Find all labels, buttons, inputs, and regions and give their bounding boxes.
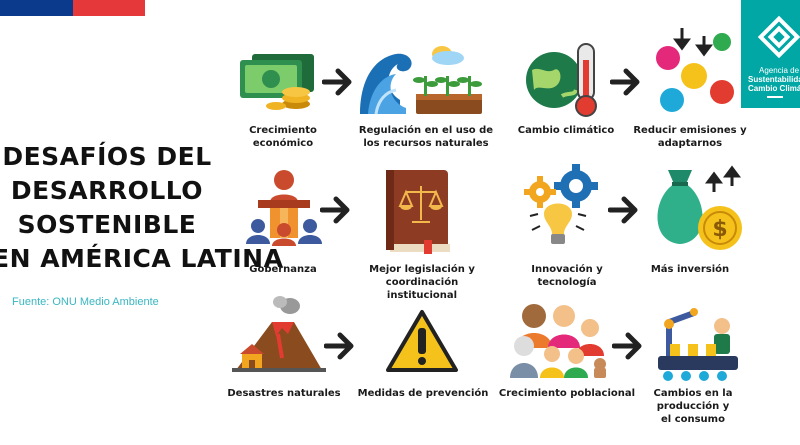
- title-line-2: DESARROLLO: [10, 176, 204, 205]
- podium-icon: [246, 170, 322, 246]
- warning-icon: [386, 310, 458, 372]
- money-icon: [240, 54, 314, 110]
- arrow-5: [324, 332, 354, 360]
- main-title: DESAFÍOS DEL DESARROLLO SOSTENIBLE EN AM…: [0, 140, 284, 276]
- earth-thermometer-icon: [526, 43, 597, 117]
- caption-produccion-consumo: Cambios en la producción y el consumo: [653, 388, 733, 425]
- source-note: Fuente: ONU Medio Ambiente: [12, 296, 159, 308]
- caption-gobernanza: Gobernanza: [249, 264, 317, 275]
- agency-underline: [767, 96, 783, 98]
- flag-blue-stripe: [0, 0, 73, 16]
- caption-legislacion: Mejor legislación y coordinación institu…: [369, 264, 475, 301]
- caption-desastres: Desastres naturales: [227, 388, 341, 399]
- law-book-icon: [386, 170, 450, 254]
- volcano-icon: [232, 296, 326, 372]
- agency-logo-icon: [757, 15, 800, 58]
- arrow-3: [320, 196, 350, 224]
- arrow-4: [608, 196, 638, 224]
- caption-innovacion: Innovación y tecnología: [531, 264, 603, 288]
- agency-line-1: Agencia de: [759, 66, 800, 75]
- arrow-2: [610, 68, 640, 96]
- title-line-4: EN AMÉRICA LATINA: [0, 244, 284, 273]
- factory-icon: [658, 308, 738, 381]
- caption-mas-inversion: Más inversión: [650, 264, 730, 275]
- caption-cambio-climatico: Cambio climático: [517, 125, 615, 136]
- family-icon: [510, 304, 606, 378]
- svg-text:$: $: [712, 217, 727, 242]
- title-line-3: SOSTENIBLE: [17, 210, 197, 239]
- caption-prevencion: Medidas de prevención: [357, 388, 489, 399]
- title-line-1: DESAFÍOS DEL: [2, 142, 212, 171]
- caption-regulacion: Regulación en el uso de los recursos nat…: [358, 125, 494, 149]
- caption-reducir-emisiones: Reducir emisiones y adaptarnos: [633, 125, 747, 149]
- agency-line-3: Cambio Climático: [748, 84, 800, 93]
- arrow-6: [612, 332, 642, 360]
- agency-line-2: Sustentabilidad y: [748, 75, 800, 84]
- caption-crecimiento-economico: Crecimiento económico: [249, 125, 317, 149]
- flag-red-stripe: [73, 0, 145, 16]
- lightbulb-gears-icon: [524, 164, 598, 244]
- arrow-1: [322, 68, 352, 96]
- wave-plants-icon: [360, 46, 482, 115]
- money-bag-icon: $: [657, 165, 742, 250]
- emissions-icon: [656, 28, 734, 112]
- agency-logo-panel: Agencia de Sustentabilidad y Cambio Clim…: [741, 0, 800, 108]
- caption-poblacional: Crecimiento poblacional: [498, 388, 636, 399]
